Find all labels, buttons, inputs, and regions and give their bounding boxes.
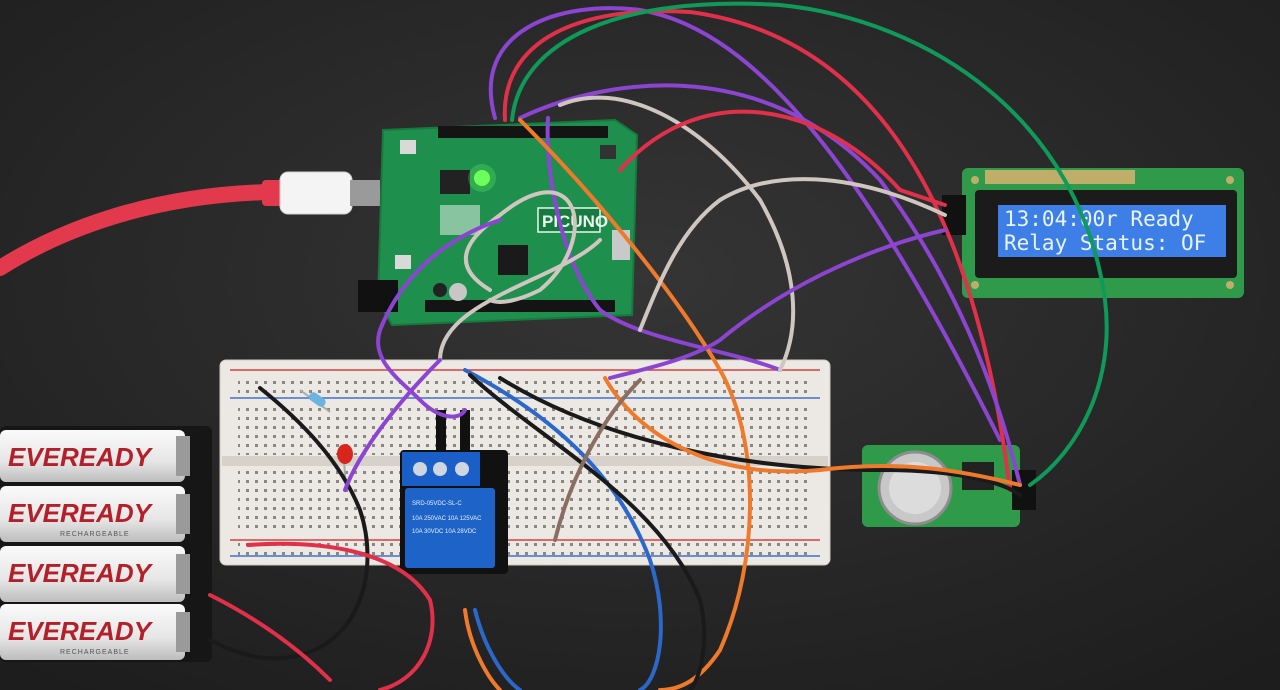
lcd-module: 13:04:00r Ready Relay Status: OF bbox=[942, 168, 1244, 298]
battery-2 bbox=[0, 486, 185, 542]
battery-pack: EVEREADY EVEREADY RECHARGEABLE EVEREADY … bbox=[0, 426, 212, 662]
usb-cable bbox=[0, 171, 380, 276]
battery-4-brand: EVEREADY bbox=[8, 616, 154, 646]
lcd-line-2: Relay Status: OF bbox=[1004, 231, 1206, 255]
breadboard bbox=[219, 359, 831, 566]
relay-module: SRD-05VDC-SL-C 10A 250VAC 10A 125VAC 10A… bbox=[400, 410, 508, 574]
lcd-line-1: 13:04:00r Ready bbox=[1004, 207, 1194, 231]
relay-rating-2: 10A 30VDC 10A 28VDC bbox=[412, 529, 477, 535]
battery-3 bbox=[0, 546, 185, 602]
battery-1 bbox=[0, 430, 185, 482]
microcontroller-board: PICUNO bbox=[358, 118, 639, 327]
battery-4-sub: RECHARGEABLE bbox=[60, 649, 130, 656]
battery-4 bbox=[0, 604, 185, 660]
relay-rating-1: 10A 250VAC 10A 125VAC bbox=[412, 516, 482, 522]
power-led bbox=[474, 170, 490, 186]
lcd-screen bbox=[998, 205, 1226, 257]
battery-2-sub: RECHARGEABLE bbox=[60, 531, 130, 538]
resistor bbox=[299, 389, 331, 413]
jumper-wires bbox=[208, 1, 1109, 690]
relay-brand: SRD-05VDC-SL-C bbox=[412, 501, 462, 507]
battery-3-brand: EVEREADY bbox=[8, 558, 154, 588]
battery-1-brand: EVEREADY bbox=[8, 442, 154, 472]
battery-2-brand: EVEREADY bbox=[8, 498, 154, 528]
